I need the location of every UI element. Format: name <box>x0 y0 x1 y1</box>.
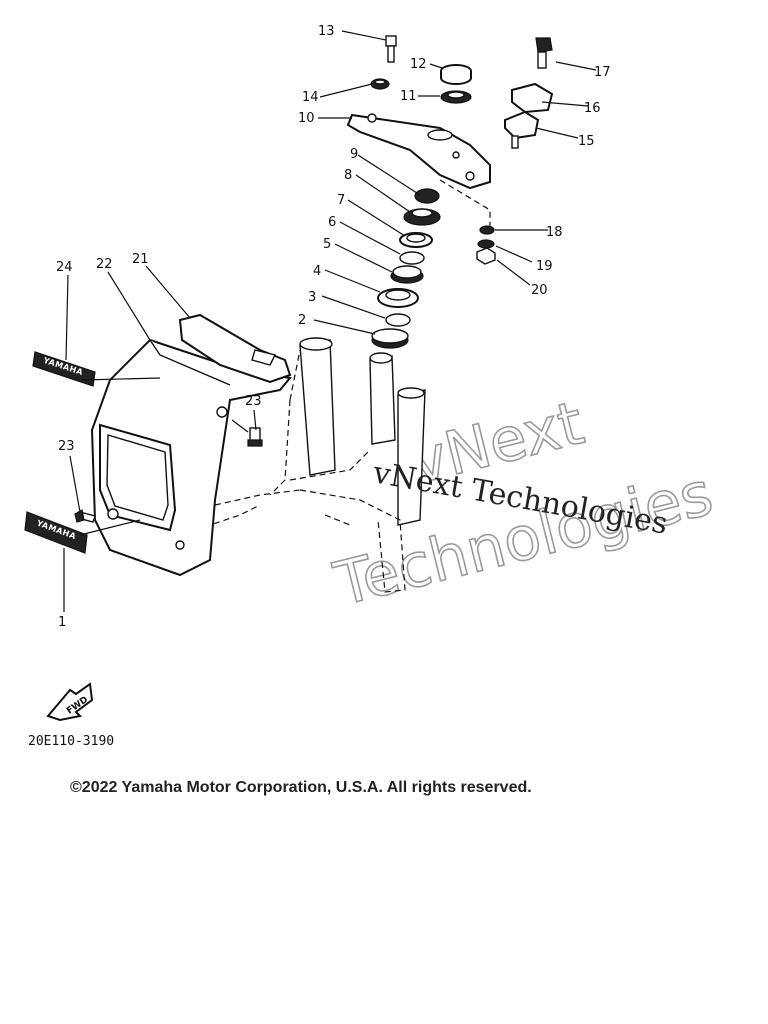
top-hardware <box>370 35 554 149</box>
callout-labels: 1 2 3 4 5 6 7 8 9 10 11 12 13 14 15 16 1… <box>56 24 611 630</box>
steering-stack <box>371 188 441 349</box>
leader-lines <box>63 30 597 612</box>
callout-12: 12 <box>410 57 427 72</box>
callout-4: 4 <box>313 264 321 279</box>
callout-8: 8 <box>344 168 352 183</box>
headlight-cowl <box>90 338 292 577</box>
callout-14: 14 <box>302 90 319 105</box>
callout-19: 19 <box>536 259 553 274</box>
callout-3: 3 <box>308 290 316 305</box>
callout-2: 2 <box>298 313 306 328</box>
callout-13: 13 <box>318 24 335 39</box>
bolt-23-right <box>247 427 263 447</box>
callout-18: 18 <box>546 225 563 240</box>
callout-10: 10 <box>298 111 315 126</box>
callout-5: 5 <box>323 237 331 252</box>
callout-9: 9 <box>350 147 358 162</box>
callout-23-left: 23 <box>58 439 75 454</box>
fwd-arrow-icon: FWD <box>46 682 94 722</box>
callout-6: 6 <box>328 215 336 230</box>
callout-16: 16 <box>584 101 601 116</box>
upper-bracket <box>346 113 491 230</box>
callout-11: 11 <box>400 89 417 104</box>
callout-15: 15 <box>578 134 595 149</box>
nuts-right <box>476 225 496 265</box>
cover-21 <box>178 313 292 384</box>
callout-23-right: 23 <box>245 394 262 409</box>
callout-7: 7 <box>337 193 345 208</box>
fork-frame <box>194 337 426 593</box>
callout-24: 24 <box>56 260 73 275</box>
callout-17: 17 <box>594 65 611 80</box>
diagram-code: 20E110-3190 <box>28 734 114 749</box>
callout-20: 20 <box>531 283 548 298</box>
callout-21: 21 <box>132 252 149 267</box>
emblem-24: YAMAHA <box>32 351 96 387</box>
callout-1: 1 <box>58 615 66 630</box>
copyright-notice: ©2022 Yamaha Motor Corporation, U.S.A. A… <box>70 779 532 796</box>
bolt-23-left <box>74 509 96 523</box>
callout-22: 22 <box>96 257 113 272</box>
